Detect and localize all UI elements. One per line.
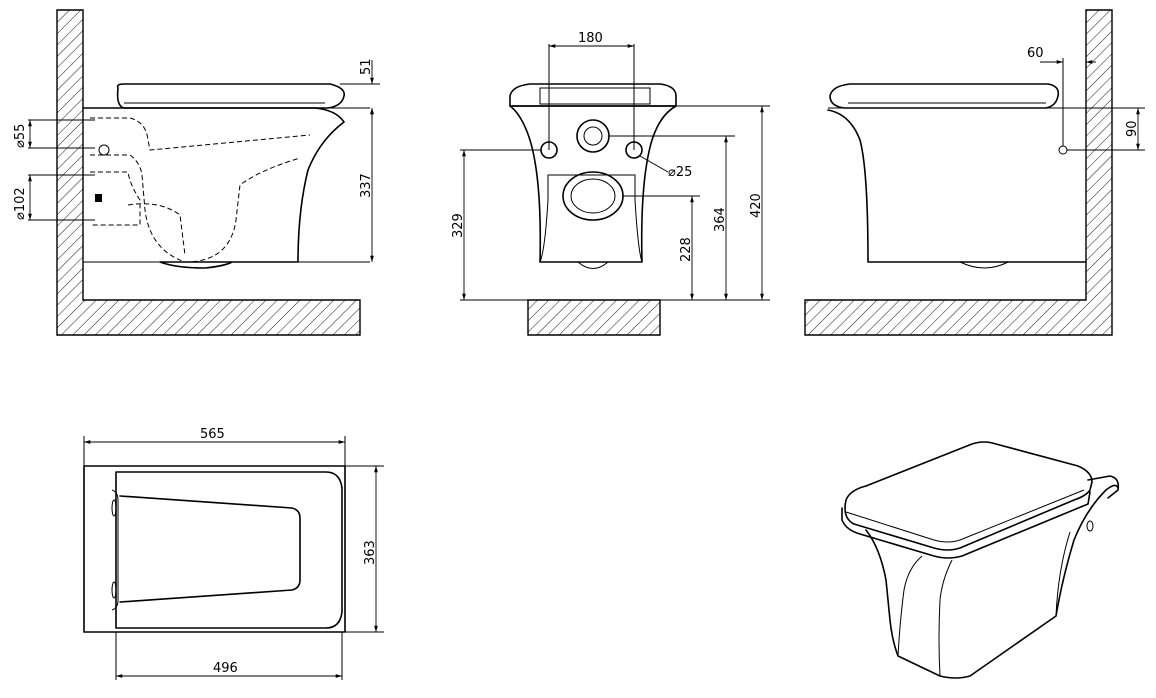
side-inlet-diameter-label: ⌀55 (13, 124, 28, 148)
front-fixing-height-value: 329 (451, 213, 466, 238)
plan-bowl-opening (119, 495, 301, 603)
side-outlet-diameter-label: ⌀102 (13, 187, 28, 220)
front-floor (527, 299, 661, 336)
iso-body (865, 484, 1119, 679)
plan-width-value: 363 (363, 540, 378, 565)
diameter-symbol: ⌀ (13, 140, 28, 148)
plan-seat-length-value: 496 (213, 661, 238, 676)
wall-inlet-offset-value: 60 (1027, 46, 1044, 61)
front-outlet-height-value: 228 (679, 237, 694, 262)
front-bolt-diameter-label: ⌀25 (668, 165, 692, 180)
front-bowl (509, 105, 677, 263)
side-height-value: 337 (359, 173, 374, 198)
side-inlet-diameter-value: 55 (13, 124, 28, 141)
side-view: ⌀55 ⌀102 51 337 (13, 9, 380, 336)
side-trapway (90, 117, 311, 263)
right-wall (804, 9, 1113, 336)
side-outlet-diameter-value: 102 (13, 187, 28, 212)
side-bowl (82, 107, 345, 269)
side-seat-thickness-value: 51 (359, 58, 374, 75)
plan-length-value: 565 (200, 427, 225, 442)
diameter-symbol: ⌀ (668, 165, 676, 180)
front-seat (509, 83, 677, 107)
front-fixing-spacing-value: 180 (578, 31, 603, 46)
front-bolt-diameter-value: 25 (676, 165, 693, 180)
right-bowl (827, 109, 1087, 263)
diameter-symbol: ⌀ (13, 212, 28, 220)
plan-view: 565 363 496 (83, 427, 384, 680)
side-wall (56, 9, 361, 336)
wall-side-view: 60 90 (804, 9, 1145, 336)
plan-seat (115, 471, 343, 629)
plan-outline (83, 465, 346, 633)
iso-seat-edge (841, 491, 1091, 559)
right-seat (829, 83, 1060, 109)
front-view: 180 ⌀25 329 228 364 420 (451, 31, 770, 336)
iso-seat-top (844, 441, 1093, 551)
front-inlet-height-value: 364 (713, 207, 728, 232)
isometric-view (841, 441, 1120, 679)
wall-inlet-height-value: 90 (1125, 120, 1140, 137)
front-total-height-value: 420 (749, 193, 764, 218)
side-seat (116, 83, 346, 109)
